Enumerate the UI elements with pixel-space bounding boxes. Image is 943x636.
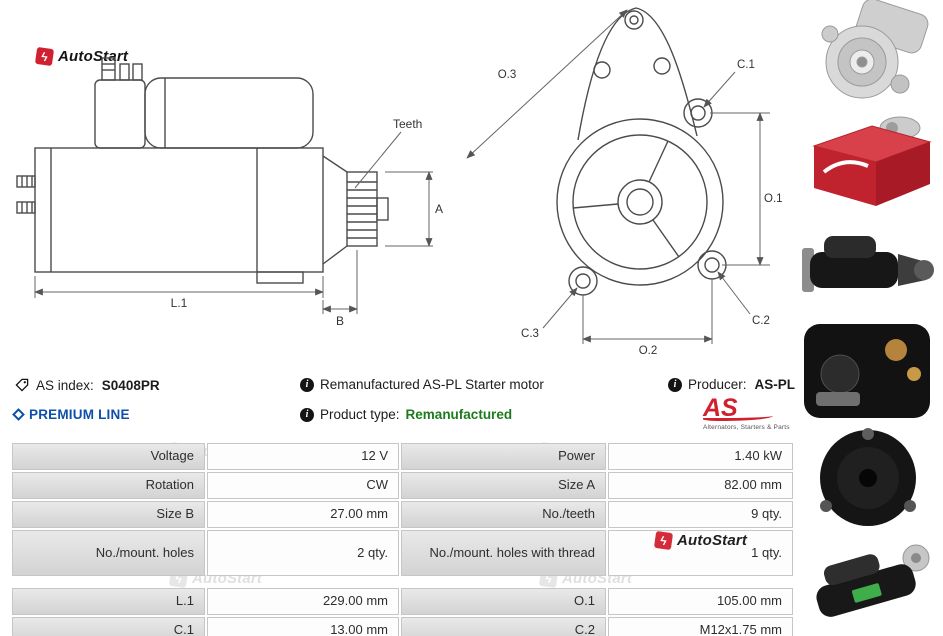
- producer-label: Producer:: [688, 377, 747, 392]
- spec-value-size-a: 82.00 mm: [608, 472, 793, 499]
- spec-row-c1-c2: C.1 13.00 mm C.2 M12x1.75 mm: [12, 617, 793, 636]
- product-type-label: Product type:: [320, 407, 400, 422]
- as-index-value: S0408PR: [101, 377, 160, 393]
- starter-angle-photo: [796, 530, 943, 636]
- spec-label-c1: C.1: [12, 617, 205, 636]
- spec-label-size-b: Size B: [12, 501, 205, 528]
- aspl-logo: AS Alternators, Starters & Parts: [703, 394, 791, 431]
- spec-value-voltage: 12 V: [207, 443, 399, 470]
- spec-label-voltage: Voltage: [12, 443, 205, 470]
- diamond-icon: [12, 408, 25, 421]
- as-index-label: AS index:: [36, 377, 94, 393]
- spec-label-mount-holes-thread: No./mount. holes with thread: [401, 530, 606, 576]
- info-icon: i: [300, 407, 314, 422]
- product-photo-5[interactable]: [796, 424, 943, 530]
- aspl-logo-subtext: Alternators, Starters & Parts: [703, 424, 790, 431]
- spec-label-no-teeth: No./teeth: [401, 501, 606, 528]
- product-photo-6[interactable]: [796, 530, 943, 636]
- spec-label-size-a: Size A: [401, 472, 606, 499]
- tag-icon: [14, 377, 30, 393]
- aspl-logo-text: AS: [703, 394, 738, 422]
- spec-value-c2: M12x1.75 mm: [608, 617, 793, 636]
- spec-row-mount-holes: No./mount. holes 2 qty. No./mount. holes…: [12, 530, 793, 576]
- as-index: AS index: S0408PR: [14, 377, 160, 393]
- side-dimension-lines: [34, 131, 433, 314]
- dim-label-a: A: [435, 202, 443, 216]
- front-view-diagram: O.3 C.1 O.1 C.2 C.3 O.2: [466, 7, 783, 357]
- spec-row-sizeb-teeth: Size B 27.00 mm No./teeth 9 qty.: [12, 501, 793, 528]
- spec-label-l1: L.1: [12, 588, 205, 615]
- spec-label-mount-holes: No./mount. holes: [12, 530, 205, 576]
- dim-label-c1: C.1: [737, 59, 755, 71]
- spec-value-size-b: 27.00 mm: [207, 501, 399, 528]
- dim-label-c3: C.3: [521, 328, 539, 340]
- product-type: i Product type: Remanufactured: [300, 407, 512, 422]
- product-photo-gallery: [796, 0, 943, 636]
- starter-side-photo: [796, 212, 943, 318]
- spec-label-power: Power: [401, 443, 606, 470]
- spec-label-c2: C.2: [401, 617, 606, 636]
- product-photo-2[interactable]: [796, 106, 943, 212]
- product-type-value: Remanufactured: [405, 407, 513, 422]
- side-view-diagram: Teeth A L.1 B: [16, 57, 443, 328]
- starter-side-outline: [16, 57, 389, 284]
- table-section-gap: [12, 578, 793, 588]
- info-icon: i: [300, 377, 314, 392]
- product-photo-1[interactable]: [796, 0, 943, 106]
- dim-label-c2: C.2: [752, 315, 770, 327]
- starter-rear-cover-photo: [796, 424, 943, 530]
- spec-value-o1: 105.00 mm: [608, 588, 793, 615]
- product-photo-4[interactable]: [796, 318, 943, 424]
- product-photo-3[interactable]: [796, 212, 943, 318]
- dim-label-b: B: [336, 314, 344, 328]
- autostart-logo: ϟ AutoStart: [34, 46, 129, 67]
- producer-value: AS-PL: [754, 377, 796, 392]
- starter-front-three-quarter-photo: [796, 0, 943, 106]
- product-description-text: Remanufactured AS-PL Starter motor: [320, 377, 544, 392]
- dim-label-o2: O.2: [639, 345, 658, 357]
- aspl-logo-swoosh: [703, 414, 773, 421]
- product-description: i Remanufactured AS-PL Starter motor: [300, 377, 544, 392]
- spec-value-no-teeth: 9 qty.: [608, 501, 793, 528]
- dim-label-teeth: Teeth: [393, 117, 422, 131]
- starter-solenoid-closeup-photo: [796, 318, 943, 424]
- spec-table: Voltage 12 V Power 1.40 kW Rotation CW S…: [12, 443, 793, 636]
- spec-value-mount-holes: 2 qty.: [207, 530, 399, 576]
- premium-line-label: PREMIUM LINE: [29, 407, 130, 422]
- spec-label-rotation: Rotation: [12, 472, 205, 499]
- spec-value-power: 1.40 kW: [608, 443, 793, 470]
- spec-row-l1-o1: L.1 229.00 mm O.1 105.00 mm: [12, 588, 793, 615]
- premium-line: PREMIUM LINE: [12, 407, 130, 422]
- info-icon: i: [668, 377, 682, 392]
- spec-value-c1: 13.00 mm: [207, 617, 399, 636]
- front-dimension-lines: [466, 9, 770, 344]
- as-pl-packaging-box-photo: [796, 106, 943, 212]
- spec-value-mount-holes-thread: 1 qty.: [608, 530, 793, 576]
- spec-row-rotation-sizea: Rotation CW Size A 82.00 mm: [12, 472, 793, 499]
- spec-row-voltage-power: Voltage 12 V Power 1.40 kW: [12, 443, 793, 470]
- autostart-logo-text: AutoStart: [58, 48, 129, 65]
- producer: i Producer: AS-PL: [668, 377, 795, 392]
- spec-label-o1: O.1: [401, 588, 606, 615]
- dim-label-o1: O.1: [764, 193, 783, 205]
- spec-value-rotation: CW: [207, 472, 399, 499]
- spec-value-l1: 229.00 mm: [207, 588, 399, 615]
- dim-label-o3: O.3: [498, 69, 517, 81]
- dim-label-l1: L.1: [171, 296, 188, 310]
